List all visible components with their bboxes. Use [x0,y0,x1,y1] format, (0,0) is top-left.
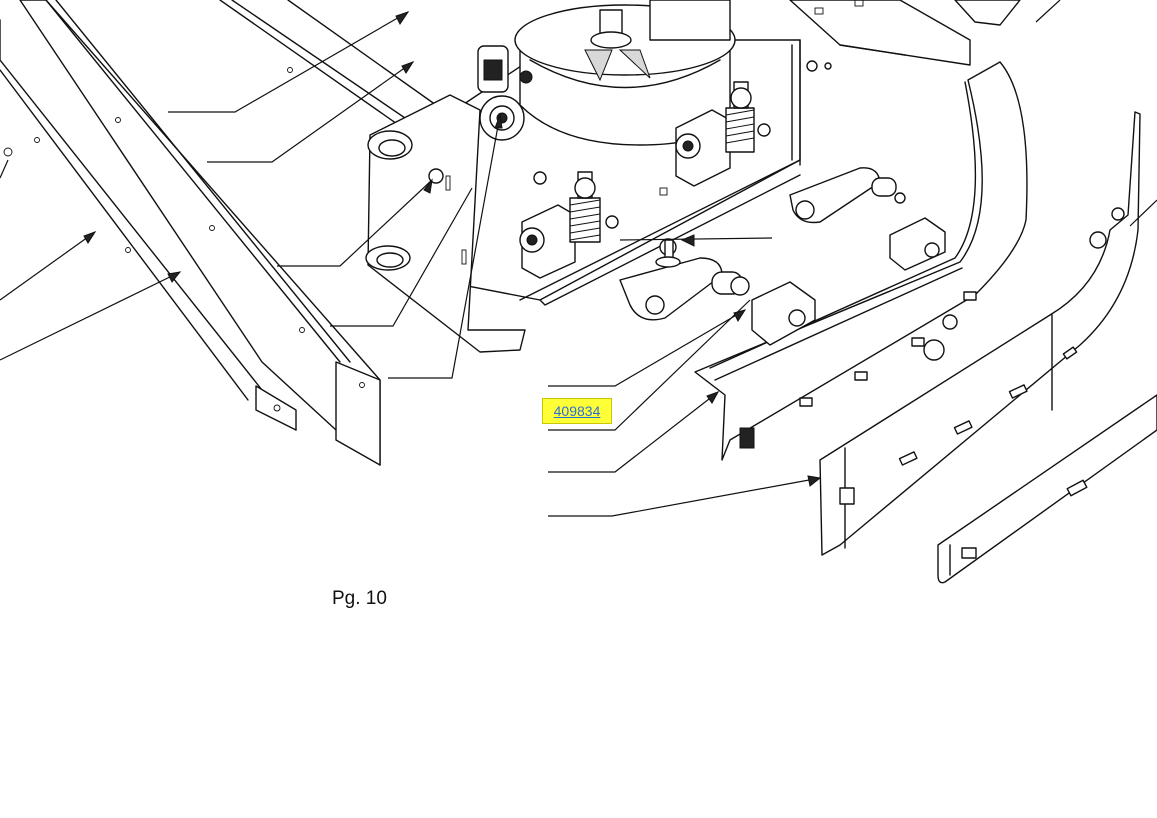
top-right-bracket [789,0,1021,66]
part-number-link[interactable]: 409834 [553,403,601,419]
crank-link-upper [789,167,906,224]
spring-tensioner-right [675,81,771,187]
callout-leaders [0,0,1157,517]
small-hardware [533,60,832,196]
gear-motor [477,0,736,146]
highlighted-part-callout[interactable]: 409834 [542,398,612,424]
pivot-arm [365,94,526,353]
crank-link-lower [619,238,750,321]
left-side-rail [0,0,381,466]
inner-rail [219,0,461,141]
wear-strip [937,394,1157,584]
callout-arrowheads [83,11,822,487]
page-number: Pg. 10 [332,588,387,609]
spring-tensioner-left [519,171,619,279]
curved-chute [694,61,1028,461]
side-skirt-panel [819,111,1141,556]
